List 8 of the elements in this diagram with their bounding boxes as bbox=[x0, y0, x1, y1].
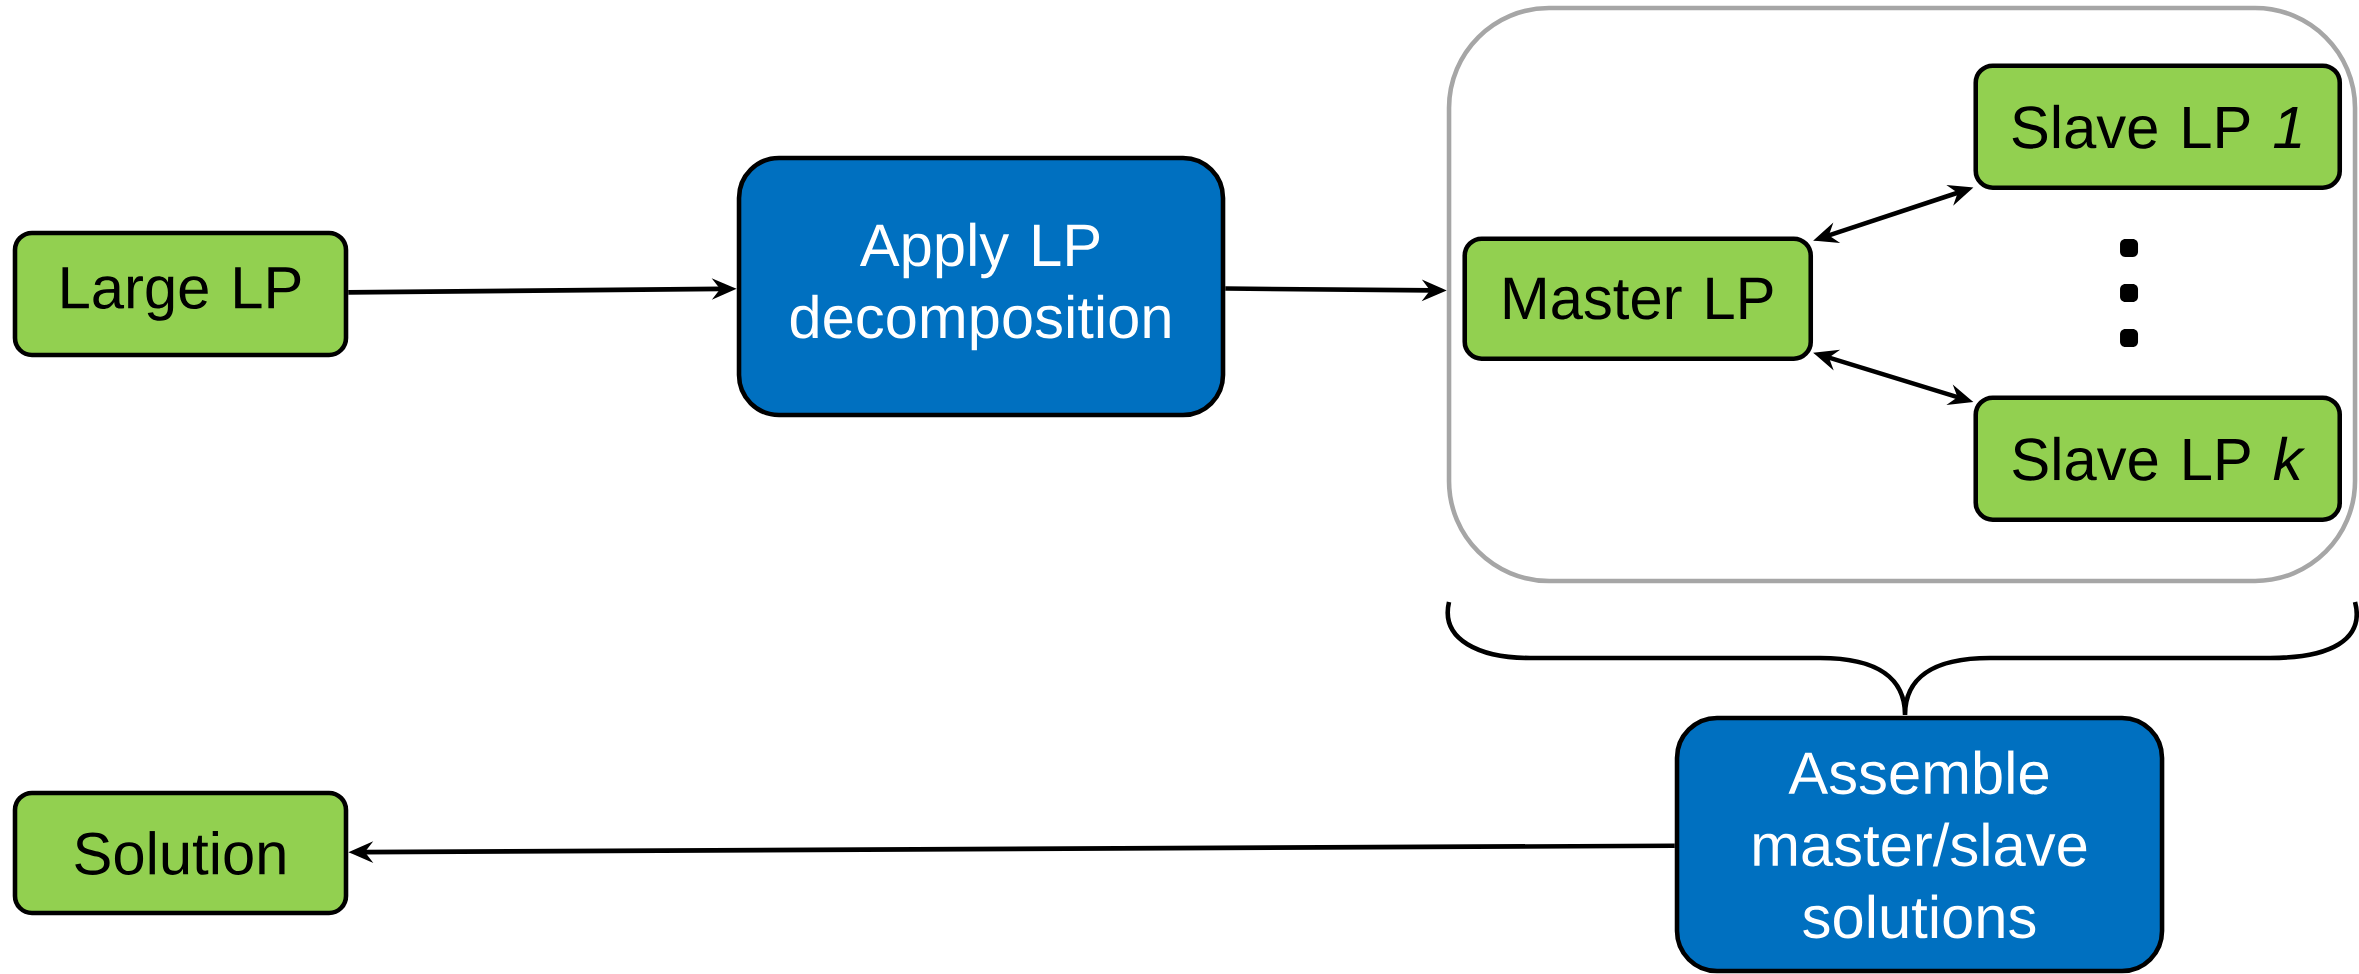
action-box: Apply LP decomposition bbox=[736, 155, 1226, 418]
process-box: Slave LP k bbox=[1973, 395, 2343, 522]
action-box: Assemble master/slave solutions bbox=[1674, 715, 2165, 974]
group-frame bbox=[1446, 5, 2358, 584]
process-box: Master LP bbox=[1462, 236, 1814, 361]
process-box: Large LP bbox=[12, 230, 349, 358]
process-box: Solution bbox=[12, 790, 349, 916]
process-box: Slave LP 1 bbox=[1973, 63, 2343, 190]
